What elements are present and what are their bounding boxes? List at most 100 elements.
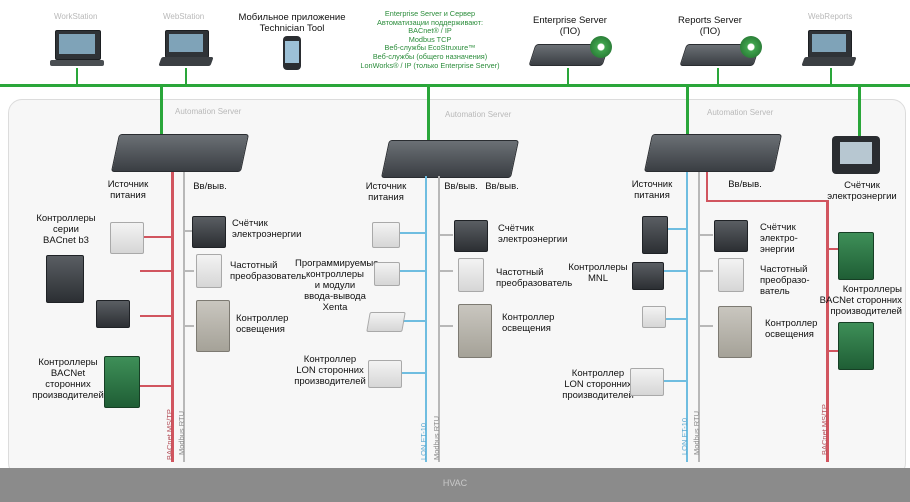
bacnet-third-party-board-left: [104, 356, 140, 408]
bacnet-link-horizontal: [706, 200, 827, 202]
lon-ft10-bus-label-right: LON FT-10: [680, 417, 689, 455]
mnl-controller-2: [632, 262, 664, 290]
automation-server-label-right: Automation Server: [707, 108, 774, 117]
tap: [660, 380, 687, 382]
bacnet-bus-far-right: [826, 200, 829, 462]
lon-ft10-bus-label-middle: LON FT-10: [419, 422, 428, 460]
modbus-bus-left: [183, 172, 185, 462]
ip-network-line: [0, 84, 910, 87]
cd-icon: [590, 36, 612, 58]
tap: [398, 270, 426, 272]
reports-server-label: Reports Server(ПО): [678, 15, 742, 37]
tap: [398, 232, 426, 234]
tap: [660, 270, 687, 272]
energy-meter-right: [714, 220, 748, 252]
b3-controller-device: [110, 222, 144, 254]
tap: [660, 228, 687, 230]
drop-right: [686, 86, 689, 146]
io-label-right: Вв/выв.: [728, 179, 762, 190]
b3-controller-small: [96, 300, 130, 328]
tap: [140, 385, 172, 387]
drop-es: [567, 68, 569, 85]
bacnet-mstp-bus-label-far-right: BACnet MS/TP: [820, 404, 829, 455]
tap: [439, 270, 453, 272]
drop-far-right: [858, 86, 861, 138]
vfd-left: [196, 254, 222, 288]
bacnet-bus-left: [171, 172, 174, 462]
mnl-controller-1: [642, 216, 668, 254]
webstation-keyboard: [158, 57, 214, 66]
bacnet-third-party-board-far-right-1: [838, 232, 874, 280]
hvac-label: HVAC: [442, 478, 468, 488]
automation-server-label-middle: Automation Server: [445, 110, 512, 119]
lon-bus-right: [686, 172, 688, 462]
vfd-middle: [458, 258, 484, 292]
webreports-keyboard: [801, 57, 857, 66]
webreports-label: WebReports: [808, 12, 853, 21]
workstation-monitor: [55, 30, 101, 60]
protocol-support-note: Enterprise Server и Сервер Автоматизации…: [360, 9, 500, 70]
tap: [140, 236, 172, 238]
automation-server-left: [110, 134, 250, 172]
drop-rs: [717, 68, 719, 85]
io-label-middle-1: Вв/выв.: [444, 181, 478, 192]
xenta-module-2: [374, 262, 400, 286]
tap: [398, 372, 426, 374]
tap: [140, 315, 172, 317]
cd-icon: [740, 36, 762, 58]
xenta-module-3: [366, 312, 406, 332]
io-label-left: Вв/выв.: [193, 181, 227, 192]
mnl-controller-3: [642, 306, 666, 328]
modbus-bus-right: [698, 172, 700, 462]
lon-bus-middle: [425, 176, 427, 462]
io-label-middle-2: Вв/выв.: [485, 181, 519, 192]
automation-server-right: [643, 134, 783, 172]
tap: [699, 270, 713, 272]
workstation-label: WorkStation: [54, 12, 98, 21]
tap: [699, 234, 713, 236]
modbus-rtu-bus-label-left: Modbus RTU: [177, 410, 186, 455]
tap: [184, 325, 194, 327]
tap: [828, 248, 838, 250]
tap: [660, 318, 687, 320]
xenta-module-1: [372, 222, 400, 248]
modbus-rtu-bus-label-middle: Modbus RTU: [432, 415, 441, 460]
hvac-band: HVAC: [0, 468, 910, 502]
lon-controller-right: [630, 368, 664, 396]
automation-server-middle: [380, 140, 520, 178]
tap: [828, 350, 838, 352]
lighting-controller-right: [718, 306, 752, 358]
lighting-controller-middle: [458, 304, 492, 358]
energy-meter-left: [192, 216, 226, 248]
bacnet-bus-right-link: [706, 172, 708, 202]
vfd-right: [718, 258, 744, 292]
energy-meter-middle: [454, 220, 488, 252]
webstation-laptop: [165, 30, 209, 58]
tap: [398, 320, 426, 322]
webstation-label: WebStation: [163, 12, 205, 21]
modbus-bus-middle: [438, 176, 440, 462]
drop-middle: [427, 86, 430, 146]
tap: [439, 325, 453, 327]
tap: [439, 234, 453, 236]
webreports-laptop: [808, 30, 852, 58]
